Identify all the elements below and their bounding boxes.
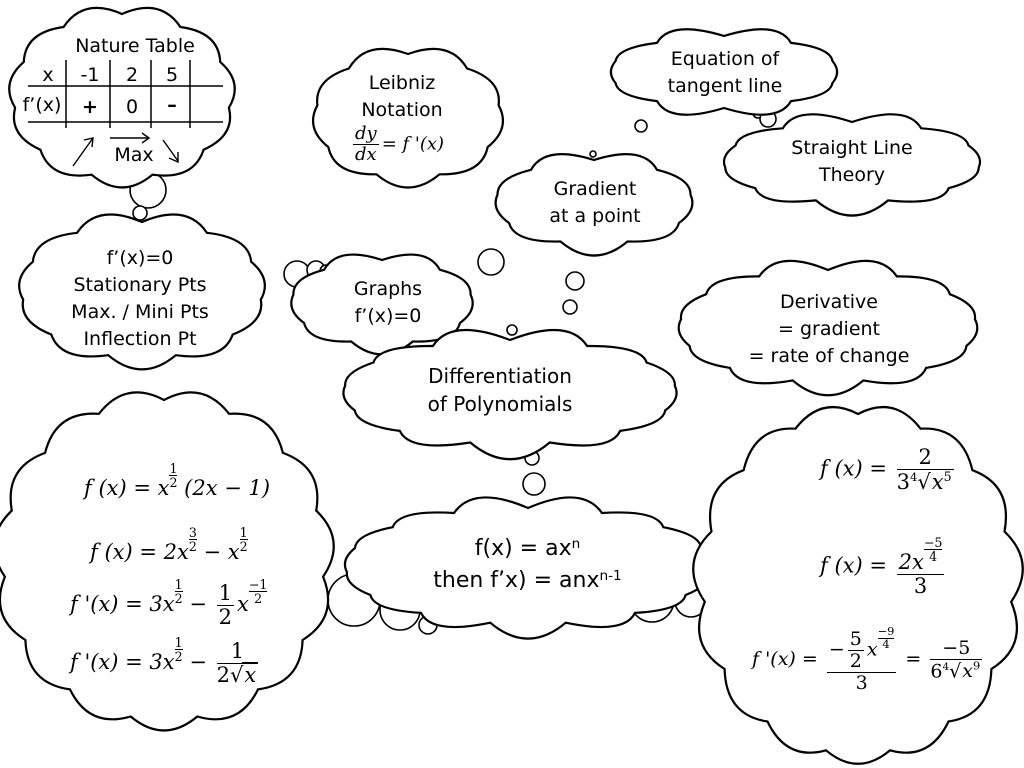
leibniz-title: Leibniz Notation bbox=[361, 72, 443, 121]
nature-table-sign-plus: + bbox=[82, 96, 98, 118]
cloud-derivative bbox=[677, 259, 979, 397]
cloud-straight-line bbox=[722, 113, 982, 217]
nature-table-header-x: x bbox=[42, 64, 54, 86]
cloud-nature-table bbox=[8, 6, 236, 189]
center-topic: Differentiation of Polynomials bbox=[427, 364, 573, 416]
nature-table-row-label: f’(x) bbox=[22, 94, 62, 116]
nature-table-sign-minus: – bbox=[167, 94, 177, 116]
nature-table-title: Nature Table bbox=[75, 35, 195, 57]
gradient-point-label: Gradient at a point bbox=[549, 178, 641, 227]
cloud-left-example bbox=[0, 391, 335, 732]
nature-table-header-neg1: -1 bbox=[80, 64, 100, 86]
nature-table-max-label: Max bbox=[114, 144, 154, 166]
cloud-stationary bbox=[18, 213, 266, 371]
nature-table bbox=[28, 60, 223, 167]
cloud-right-example bbox=[692, 406, 1024, 765]
stationary-points-label: f’(x)=0 Stationary Pts Max. / Mini Pts I… bbox=[71, 247, 209, 350]
derivative-label: Derivative = gradient = rate of change bbox=[748, 291, 910, 367]
nature-table-header-5: 5 bbox=[165, 64, 179, 86]
power-rule: f(x) = axn then f’x) = anxn-1 bbox=[433, 535, 622, 594]
cloud-leibniz bbox=[311, 47, 505, 189]
cloud-power-rule bbox=[343, 496, 713, 640]
straight-line-label: Straight Line Theory bbox=[791, 137, 913, 186]
nature-table-header-2: 2 bbox=[125, 64, 139, 86]
tangent-line-label: Equation of tangent line bbox=[667, 48, 783, 97]
cloud-center bbox=[342, 329, 678, 461]
graphs-label: Graphs f’(x)=0 bbox=[353, 278, 423, 327]
cloud-gradient-point bbox=[494, 153, 694, 257]
nature-table-sign-zero: 0 bbox=[125, 96, 139, 118]
cloud-tangent bbox=[609, 28, 839, 116]
